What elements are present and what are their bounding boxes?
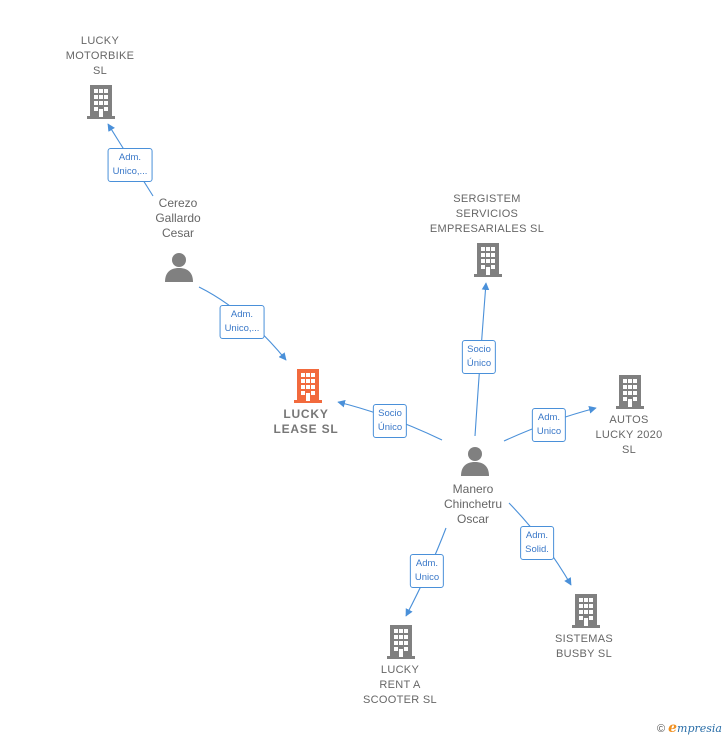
node-manero[interactable]: Manero Chinchetru Oscar [443,482,503,526]
edge-label-cerezo-lease[interactable]: Adm. Unico,... [219,305,265,339]
node-lucky-rent[interactable]: LUCKY RENT A SCOOTER SL [363,664,437,706]
footer-brand: © empresia [657,720,722,736]
brand-logo[interactable]: empresia [668,720,722,736]
edge-label-manero-autos[interactable]: Adm. Unico [531,408,567,442]
building-icon[interactable] [572,594,600,628]
edge-label-manero-sergistem[interactable]: Socio Único [461,340,497,374]
person-icon[interactable] [461,447,489,476]
copyright-symbol: © [656,723,666,735]
edge-label-manero-busby[interactable]: Adm. Solid. [520,526,554,560]
person-icon[interactable] [165,253,193,282]
building-icon[interactable] [387,625,415,659]
edge-label-cerezo-motorbike[interactable]: Adm. Unico,... [107,148,153,182]
node-autos-lucky[interactable]: AUTOS LUCKY 2020 SL [595,414,663,456]
node-lucky-lease[interactable]: LUCKY LEASE SL [273,407,339,436]
building-icon[interactable] [87,85,115,119]
edge-label-manero-lease[interactable]: Socio Único [372,404,408,438]
building-icon[interactable] [474,243,502,277]
node-sistemas-busby[interactable]: SISTEMAS BUSBY SL [554,633,614,660]
node-cerezo[interactable]: Cerezo Gallardo Cesar [155,196,201,240]
node-sergistem[interactable]: SERGISTEM SERVICIOS EMPRESARIALES SL [429,193,545,235]
building-icon[interactable] [616,375,644,409]
edge-label-manero-rent[interactable]: Adm. Unico [409,554,445,588]
building-icon[interactable] [294,369,322,403]
node-lucky-motorbike[interactable]: LUCKY MOTORBIKE SL [65,35,135,77]
